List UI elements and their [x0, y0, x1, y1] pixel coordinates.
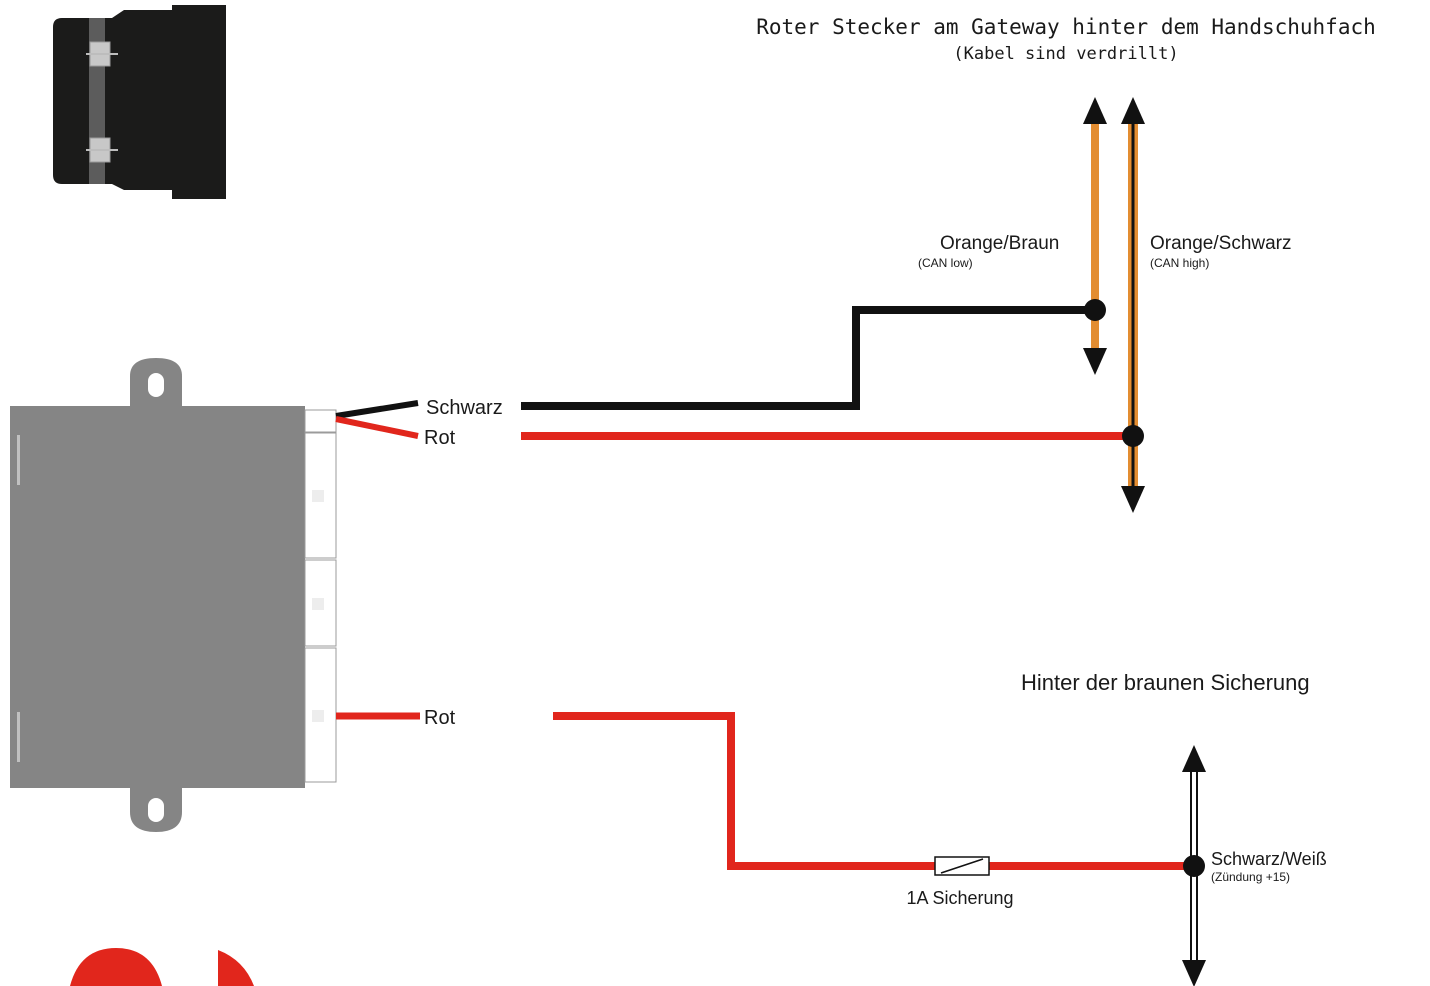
label-can-high: (CAN high)	[1150, 256, 1209, 270]
label-fuse: 1A Sicherung	[906, 888, 1013, 908]
label-schwarz: Schwarz	[426, 397, 503, 419]
junction-can-low	[1084, 299, 1106, 321]
label-orange-schwarz: Orange/Schwarz	[1150, 233, 1292, 254]
label-orange-braun: Orange/Braun	[940, 233, 1059, 254]
label-rot-top: Rot	[424, 427, 456, 449]
interface-module	[10, 358, 337, 832]
junction-ignition	[1183, 855, 1205, 877]
label-can-low: (CAN low)	[918, 256, 973, 270]
label-hinter-sicherung: Hinter der braunen Sicherung	[1021, 670, 1310, 695]
module-lead-wires	[335, 400, 420, 720]
fuse-1a	[934, 856, 990, 876]
label-zuendung: (Zündung +15)	[1211, 870, 1290, 884]
gateway-connector-icon	[53, 5, 226, 199]
label-schwarz-weiss: Schwarz/Weiß	[1211, 849, 1327, 869]
junction-can-high	[1122, 425, 1144, 447]
red-wire-run-ignition	[553, 712, 1194, 870]
title-sub: (Kabel sind verdrillt)	[953, 44, 1178, 64]
label-rot-bottom: Rot	[424, 707, 456, 729]
can-low-wire	[1083, 97, 1107, 375]
black-wire-run	[521, 306, 1095, 410]
title-main: Roter Stecker am Gateway hinter dem Hand…	[756, 15, 1376, 39]
brand-logo	[70, 948, 254, 986]
can-high-wire	[1121, 97, 1145, 513]
